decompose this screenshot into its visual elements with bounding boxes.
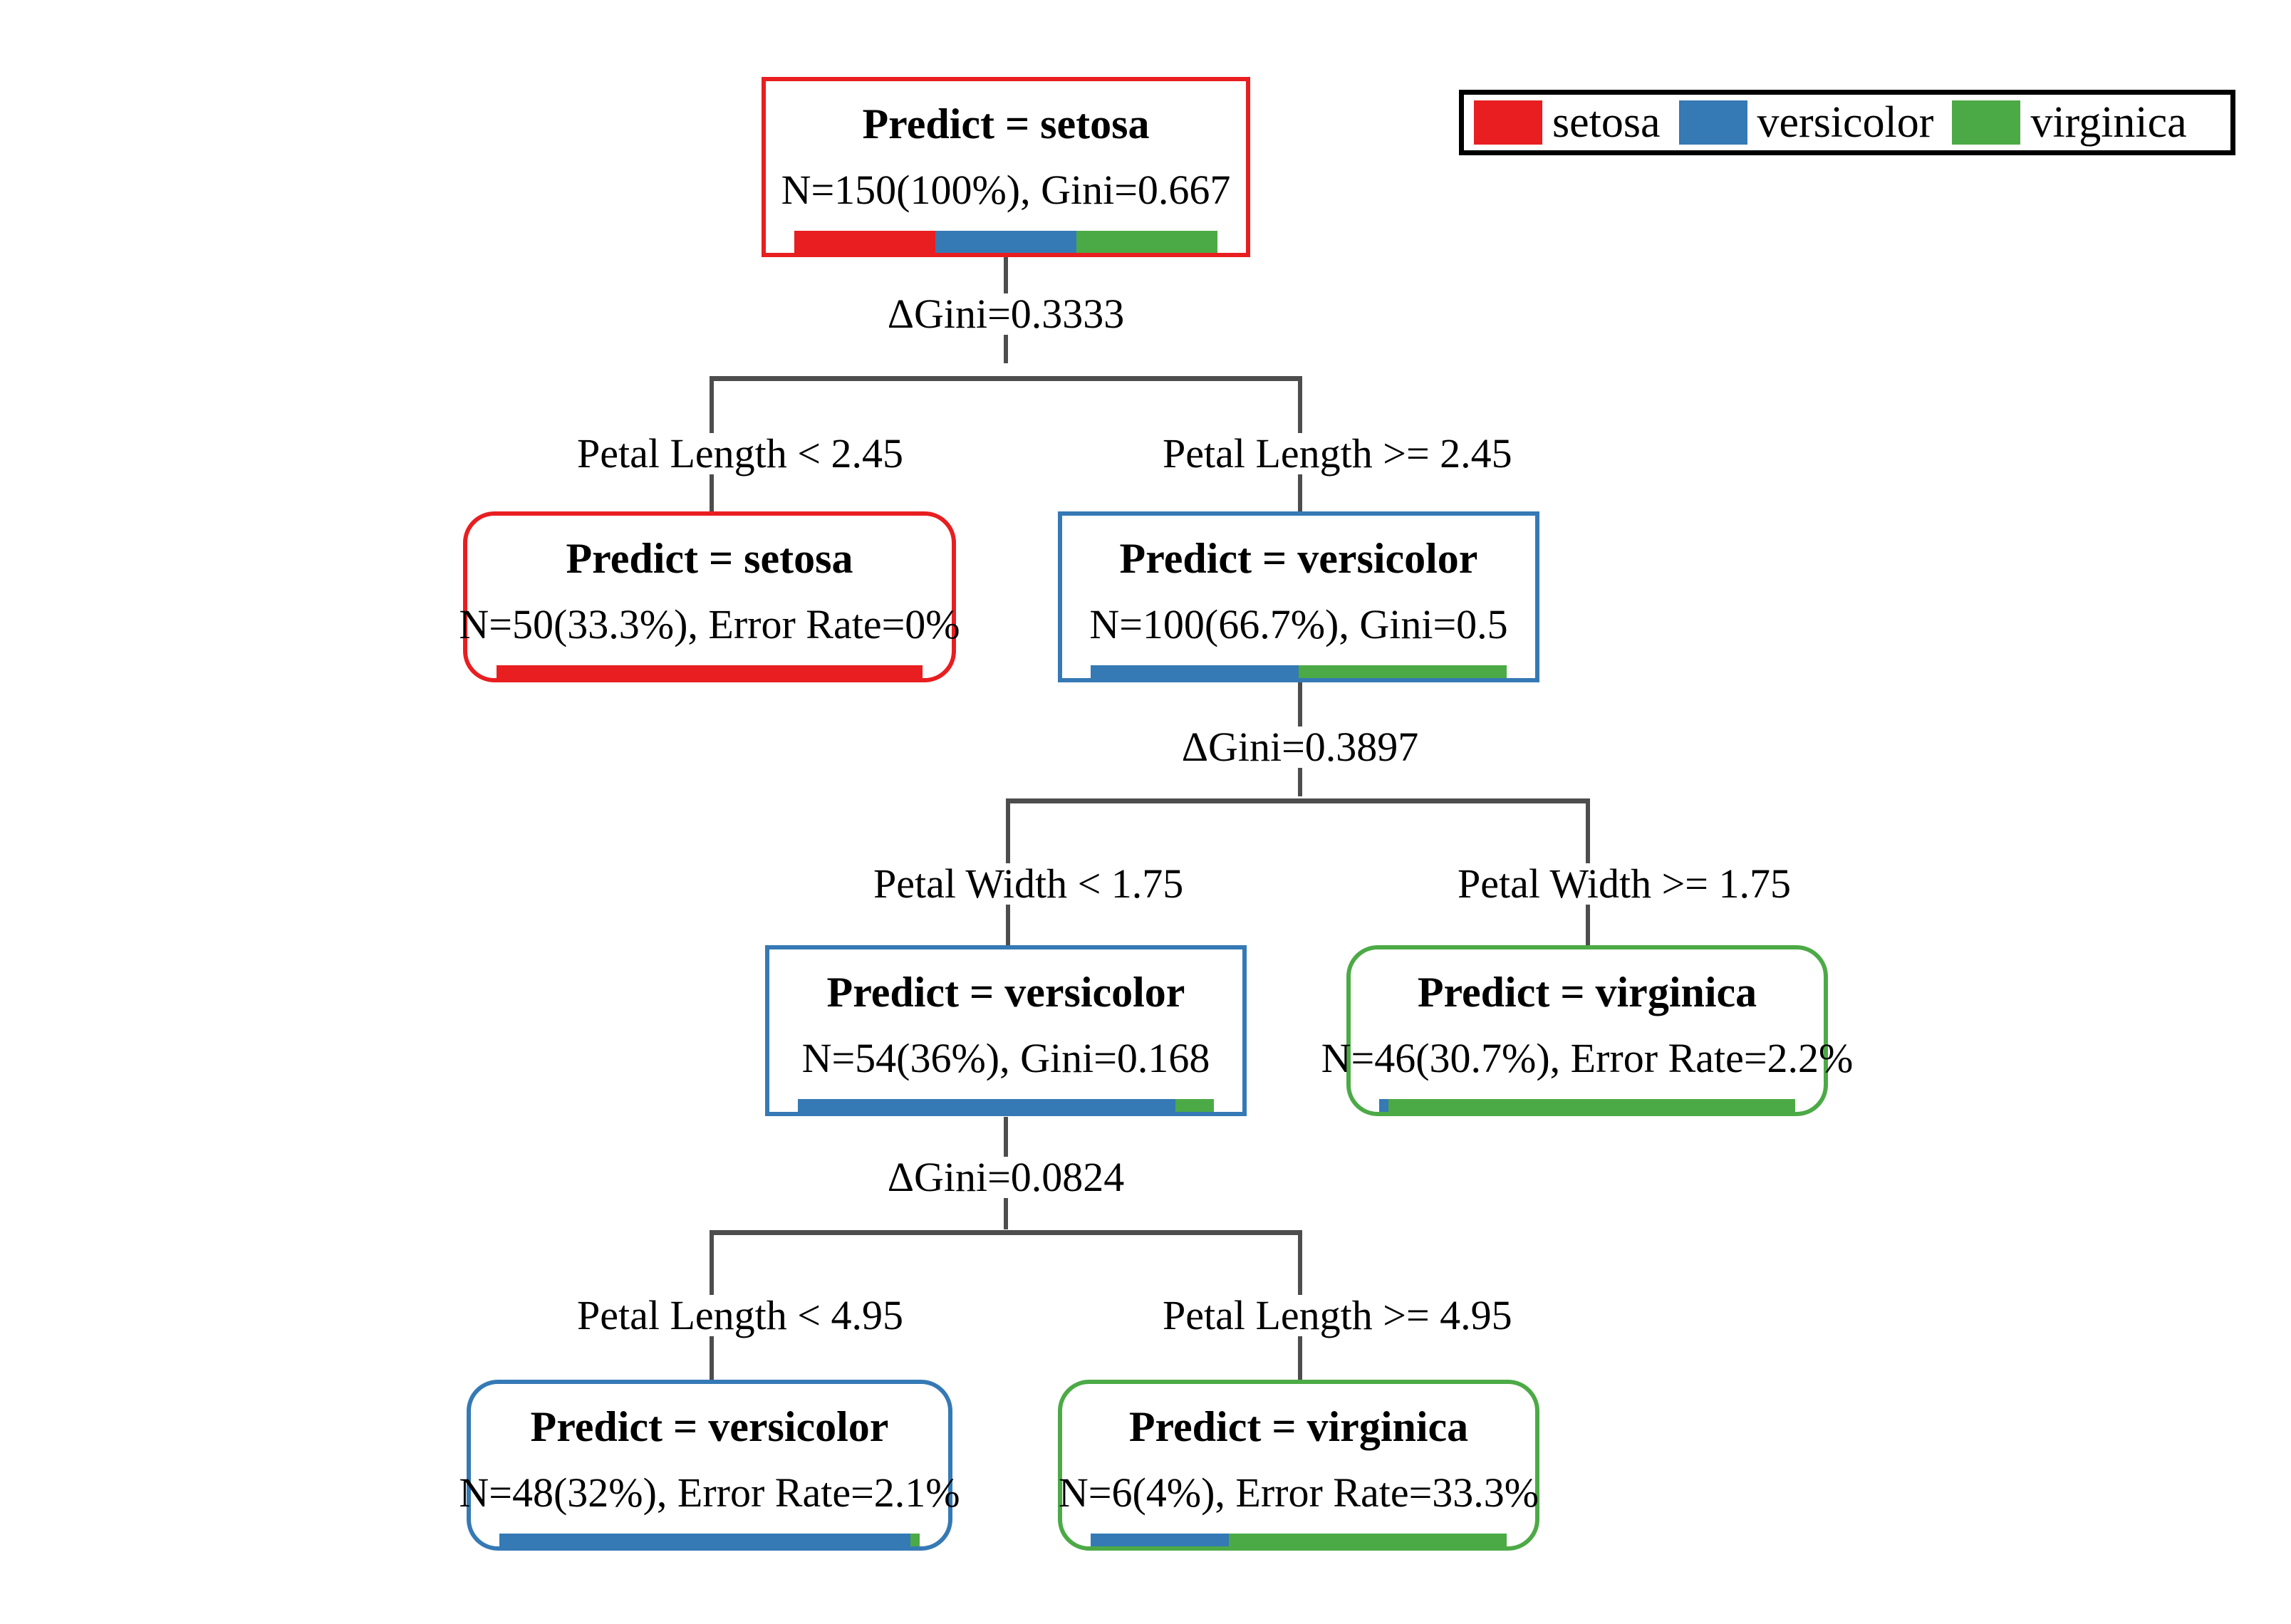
node-class-distribution-bar xyxy=(797,1099,1215,1112)
split-2-gini-label: ΔGini=0.3897 xyxy=(1173,727,1428,768)
node-class-distribution-bar xyxy=(794,231,1217,253)
split-3-left-label: Petal Length < 4.95 xyxy=(570,1295,910,1336)
legend-label-versicolor: versicolor xyxy=(1757,98,1934,147)
tree-node-versicolor-54[interactable]: Predict = versicolor N=54(36%), Gini=0.1… xyxy=(765,945,1247,1116)
bar-segment-virginica xyxy=(1229,1534,1507,1546)
tree-node-versicolor-100[interactable]: Predict = versicolor N=100(66.7%), Gini=… xyxy=(1058,511,1539,682)
connector-split-2-bar xyxy=(1006,798,1590,803)
bar-segment-setosa xyxy=(496,665,923,678)
split-3-gini-label: ΔGini=0.0824 xyxy=(878,1157,1133,1198)
bar-segment-virginica xyxy=(910,1534,920,1546)
legend-label-virginica: virginica xyxy=(2030,98,2187,147)
bar-segment-versicolor xyxy=(499,1534,911,1546)
bar-segment-virginica xyxy=(1388,1099,1796,1112)
bar-segment-versicolor xyxy=(935,231,1076,253)
bar-segment-virginica xyxy=(1076,231,1217,253)
node-class-distribution-bar xyxy=(1090,1534,1507,1546)
bar-segment-versicolor xyxy=(1378,1099,1388,1112)
node-title: Predict = versicolor xyxy=(1119,535,1478,582)
tree-node-setosa-leaf[interactable]: Predict = setosa N=50(33.3%), Error Rate… xyxy=(459,511,960,682)
tree-node-root[interactable]: Predict = setosa N=150(100%), Gini=0.667 xyxy=(762,77,1250,257)
bar-segment-versicolor xyxy=(1090,665,1299,678)
tree-node-virginica-46[interactable]: Predict = virginica N=46(30.7%), Error R… xyxy=(1321,945,1853,1116)
split-1-right-label: Petal Length >= 2.45 xyxy=(1155,433,1519,474)
legend-swatch-virginica xyxy=(1952,100,2021,145)
node-stats: N=100(66.7%), Gini=0.5 xyxy=(1089,601,1508,647)
class-color-legend: setosa versicolor virginica xyxy=(1459,90,2235,155)
node-stats: N=6(4%), Error Rate=33.3% xyxy=(1058,1469,1539,1516)
bar-segment-versicolor xyxy=(797,1099,1175,1112)
connector-split-3-bar xyxy=(710,1230,1302,1235)
tree-node-versicolor-48[interactable]: Predict = versicolor N=48(32%), Error Ra… xyxy=(459,1380,960,1551)
node-stats: N=150(100%), Gini=0.667 xyxy=(781,167,1231,213)
split-1-gini-label: ΔGini=0.3333 xyxy=(878,293,1133,335)
bar-segment-virginica xyxy=(1175,1099,1215,1112)
node-stats: N=50(33.3%), Error Rate=0% xyxy=(459,601,960,647)
legend-swatch-versicolor xyxy=(1678,100,1747,145)
node-stats: N=48(32%), Error Rate=2.1% xyxy=(459,1469,960,1516)
node-title: Predict = virginica xyxy=(1128,1403,1469,1450)
tree-node-virginica-6[interactable]: Predict = virginica N=6(4%), Error Rate=… xyxy=(1058,1380,1539,1551)
node-class-distribution-bar xyxy=(1090,665,1507,678)
node-title: Predict = versicolor xyxy=(826,969,1185,1016)
split-2-left-label: Petal Width < 1.75 xyxy=(866,863,1191,905)
bar-segment-setosa xyxy=(794,231,936,253)
legend-entry-versicolor: versicolor xyxy=(1678,95,1953,150)
node-title: Predict = virginica xyxy=(1417,969,1757,1016)
legend-label-setosa: setosa xyxy=(1552,98,1661,147)
legend-entry-setosa: setosa xyxy=(1474,95,1679,150)
node-title: Predict = setosa xyxy=(862,100,1150,147)
bar-segment-virginica xyxy=(1299,665,1507,678)
node-class-distribution-bar xyxy=(499,1534,920,1546)
connector-split-1-bar xyxy=(710,376,1302,381)
legend-entry-virginica: virginica xyxy=(1952,95,2205,150)
split-1-left-label: Petal Length < 2.45 xyxy=(570,433,910,474)
node-stats: N=46(30.7%), Error Rate=2.2% xyxy=(1321,1035,1854,1081)
legend-swatch-setosa xyxy=(1474,100,1542,145)
split-3-right-label: Petal Length >= 4.95 xyxy=(1155,1295,1519,1336)
node-class-distribution-bar xyxy=(496,665,923,678)
node-title: Predict = versicolor xyxy=(530,1403,889,1450)
node-stats: N=54(36%), Gini=0.168 xyxy=(801,1035,1210,1081)
node-class-distribution-bar xyxy=(1378,1099,1796,1112)
node-title: Predict = setosa xyxy=(566,535,853,582)
split-2-right-label: Petal Width >= 1.75 xyxy=(1450,863,1798,905)
bar-segment-versicolor xyxy=(1090,1534,1230,1546)
